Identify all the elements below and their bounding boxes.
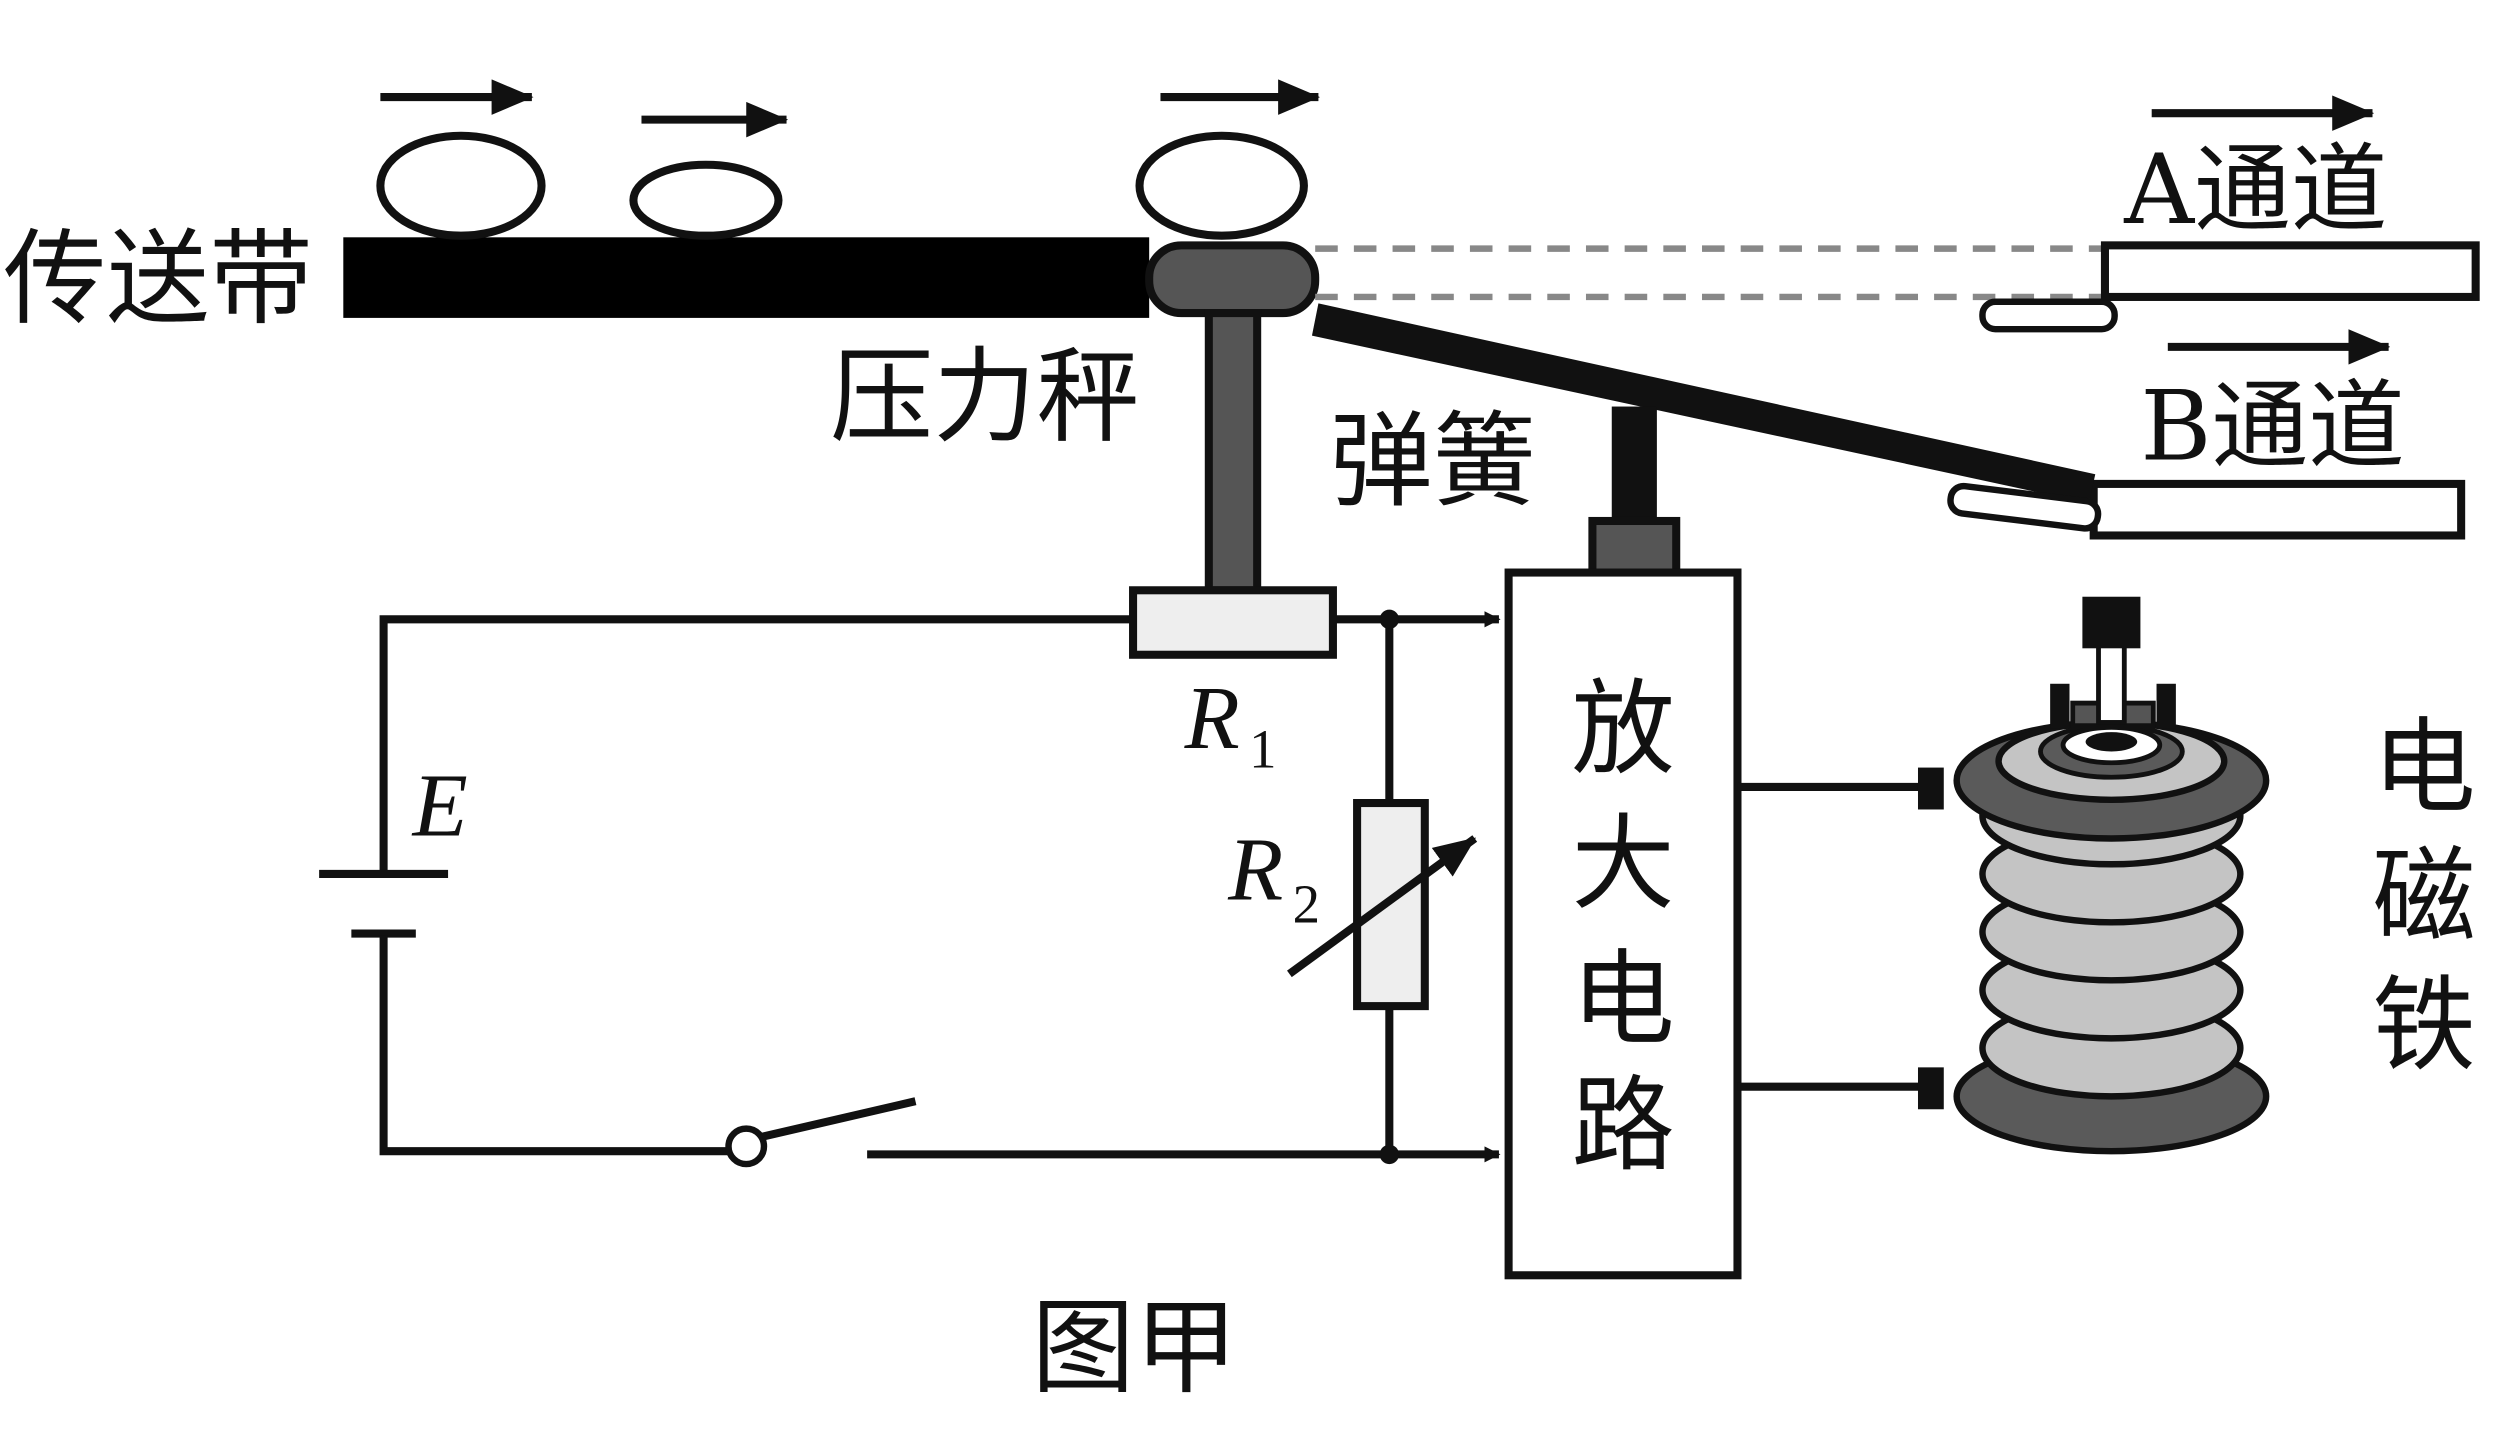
channel-b-label: B通道 <box>2140 370 2404 483</box>
lever-arm <box>1311 303 2096 504</box>
armature-block <box>1588 516 1681 580</box>
channel-a-plate <box>2100 241 2480 301</box>
terminal-top <box>1917 767 1944 810</box>
switch-blade <box>761 1097 917 1141</box>
item-ellipse-3 <box>1135 131 1308 240</box>
junction-top <box>1379 609 1400 629</box>
lever-plate-tip <box>1947 482 2102 532</box>
battery-label: E <box>411 755 468 855</box>
scale-roller <box>1145 241 1320 318</box>
item-ellipse-2 <box>629 160 783 240</box>
amplifier-circuit-box <box>1504 568 1742 1280</box>
channel-a-label: A通道 <box>2123 133 2387 246</box>
r2-subscript: 2 <box>1293 873 1320 934</box>
terminal-bottom <box>1917 1067 1944 1110</box>
amplifier-char-3: 电 <box>1571 940 1674 1060</box>
amplifier-char-2: 大 <box>1571 805 1674 925</box>
r2-label: R <box>1227 820 1283 920</box>
electromagnet-char-2: 磁 <box>2373 837 2476 957</box>
electromagnet-coil-icon <box>1953 596 2270 1155</box>
spring-stem <box>1611 406 1657 526</box>
amplifier-char-1: 放 <box>1571 669 1674 789</box>
junction-bottom <box>1379 1144 1400 1165</box>
wire-top <box>379 615 1134 871</box>
switch-icon <box>725 1125 768 1168</box>
electromagnet-char-1: 电 <box>2373 708 2476 828</box>
resistor-r2 <box>1353 799 1429 1011</box>
figure-caption: 图甲 <box>1032 1288 1238 1408</box>
scale-post <box>1204 309 1262 595</box>
electromagnet-char-3: 铁 <box>2373 966 2476 1086</box>
r1-label: R <box>1184 668 1240 768</box>
conveyor-label: 传送带 <box>3 220 312 340</box>
spring-label: 弹簧 <box>1330 402 1536 522</box>
variable-resistor-arrow-icon <box>1287 835 1478 978</box>
scale-label: 压力秤 <box>830 337 1139 457</box>
channel-b-plate <box>2089 479 2466 540</box>
item-ellipse-1 <box>376 131 546 240</box>
gate-plate-dashed <box>1979 298 2118 333</box>
resistor-r1 <box>1129 586 1337 659</box>
wire-bottom-left <box>379 935 729 1156</box>
amplifier-char-4: 路 <box>1571 1066 1674 1186</box>
r1-subscript: 1 <box>1249 719 1276 780</box>
conveyor-belt <box>343 237 1150 318</box>
